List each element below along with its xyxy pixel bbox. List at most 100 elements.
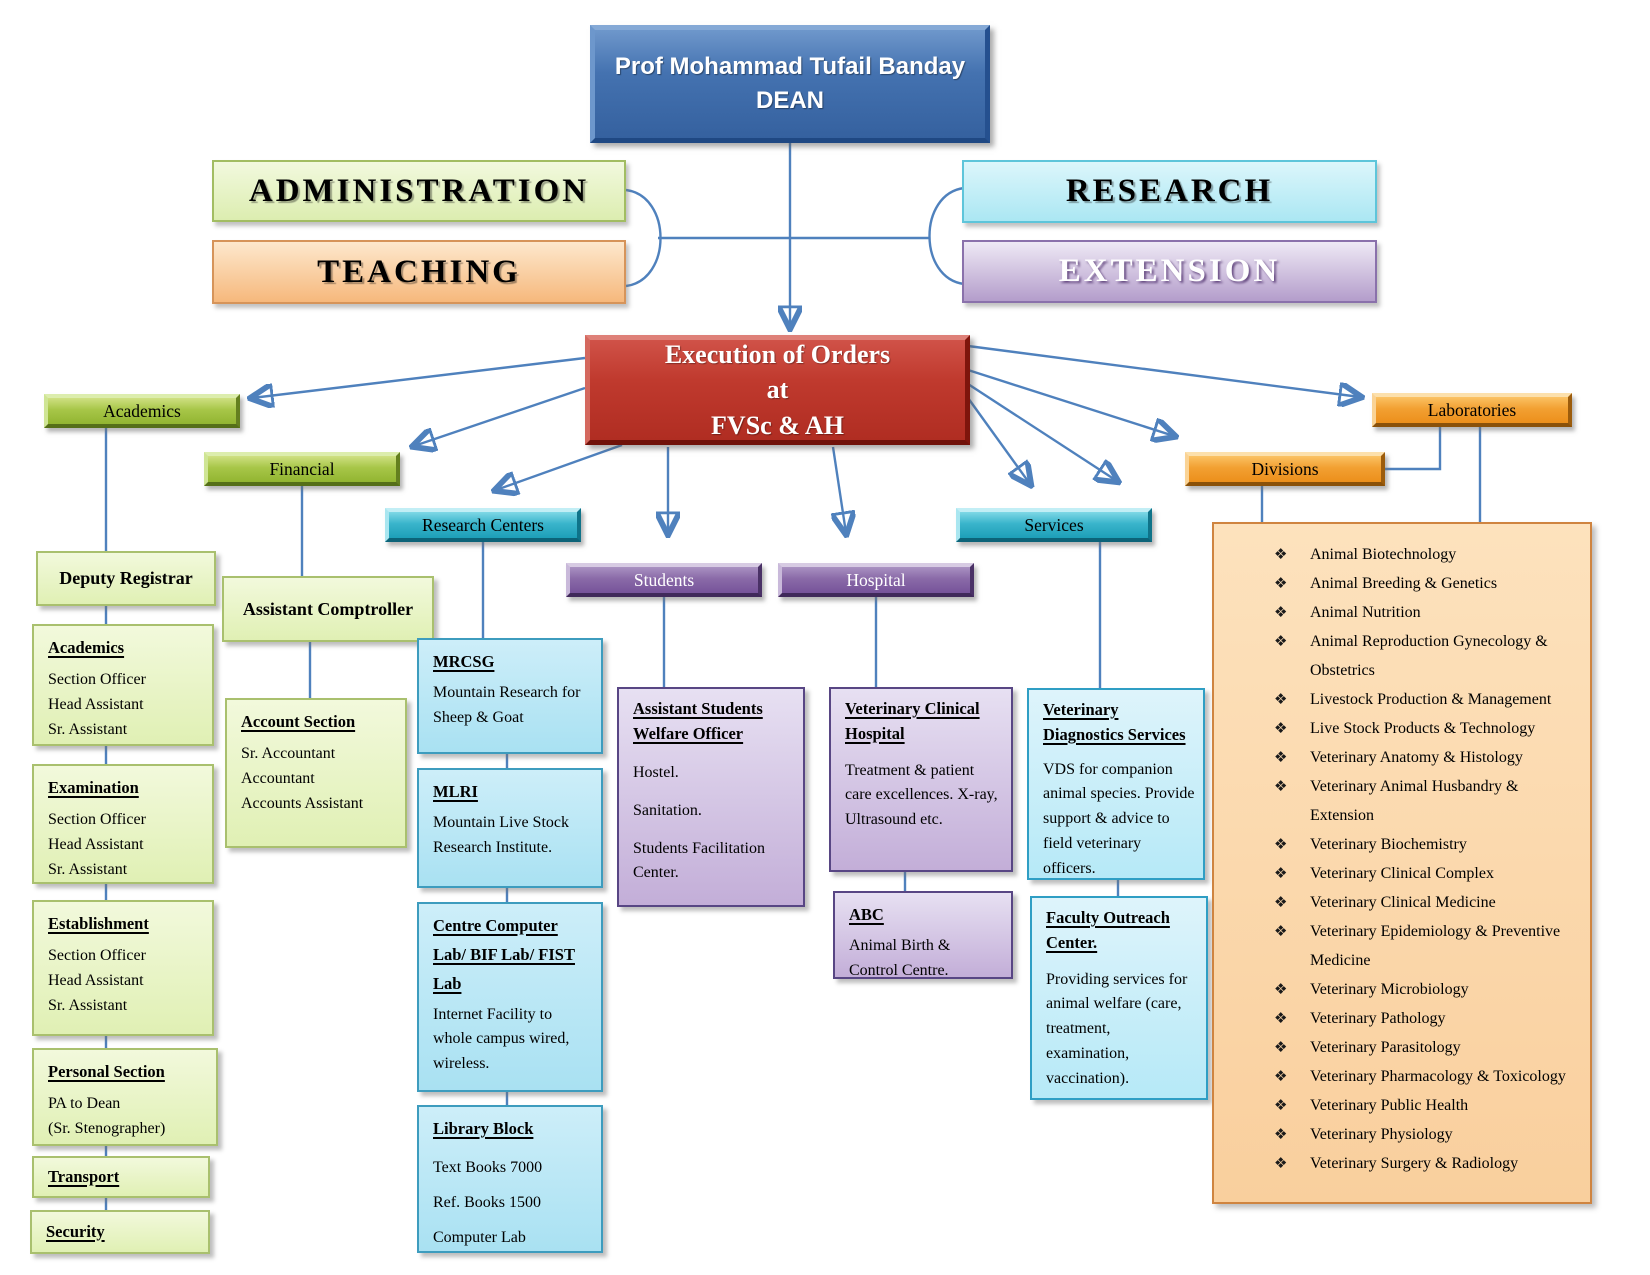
diamond-bullet-icon: ❖: [1274, 1096, 1288, 1114]
staff-line: Sr. Assistant: [48, 996, 128, 1014]
computer-lab-body: Internet Facility to whole campus wired,…: [433, 1005, 570, 1073]
division-name: Live Stock Products & Technology: [1310, 720, 1536, 737]
division-item: ❖ Veterinary Pathology: [1274, 1004, 1582, 1033]
branch-students: Students: [566, 563, 762, 597]
clinical-hospital-body: Treatment & patient care excellences. X-…: [845, 761, 998, 829]
division-item: ❖ Veterinary Physiology: [1274, 1120, 1582, 1149]
division-name: Animal Reproduction Gynecology & Obstetr…: [1310, 633, 1548, 679]
staff-line: Section Officer: [48, 810, 146, 828]
section-examination-title: Examination: [48, 778, 139, 797]
division-name: Animal Biotechnology: [1310, 546, 1457, 563]
section-transport-box: Transport: [32, 1156, 210, 1198]
section-security-box: Security: [30, 1210, 210, 1254]
branch-hospital: Hospital: [778, 563, 974, 597]
assistant-comptroller-label: Assistant Comptroller: [242, 598, 414, 619]
branch-laboratories: Laboratories: [1372, 393, 1572, 427]
clinical-hospital-title: Veterinary Clinical Hospital: [845, 699, 980, 743]
staff-line: Accountant: [241, 769, 315, 787]
section-transport-title: Transport: [48, 1166, 120, 1186]
diamond-bullet-icon: ❖: [1274, 922, 1288, 940]
mlri-box: MLRI Mountain Live Stock Research Instit…: [417, 768, 603, 888]
diamond-bullet-icon: ❖: [1274, 1154, 1288, 1172]
diamond-bullet-icon: ❖: [1274, 1009, 1288, 1027]
library-title: Library Block: [433, 1119, 534, 1138]
mlri-title: MLRI: [433, 782, 478, 801]
staff-line: Sr. Assistant: [48, 720, 128, 738]
division-item: ❖ Veterinary Public Health: [1274, 1091, 1582, 1120]
branch-academics-label: Academics: [103, 400, 181, 421]
branch-academics: Academics: [44, 394, 240, 428]
division-name: Veterinary Epidemiology & Preventive Med…: [1310, 923, 1561, 969]
staff-line: Section Officer: [48, 946, 146, 964]
division-name: Veterinary Biochemistry: [1310, 836, 1467, 853]
division-item: ❖ Veterinary Epidemiology & Preventive M…: [1274, 917, 1582, 975]
division-name: Veterinary Public Health: [1310, 1097, 1469, 1114]
welfare-officer-box: Assistant Students Welfare Officer Hoste…: [617, 687, 805, 907]
division-name: Veterinary Pathology: [1310, 1010, 1446, 1027]
diamond-bullet-icon: ❖: [1274, 1125, 1288, 1143]
diagnostics-title: Veterinary Diagnostics Services: [1043, 700, 1186, 744]
branch-financial: Financial: [204, 452, 400, 486]
staff-line: (Sr. Stenographer): [48, 1119, 166, 1137]
section-personal-lines: PA to Dean(Sr. Stenographer): [48, 1091, 204, 1141]
diamond-bullet-icon: ❖: [1274, 1038, 1288, 1056]
diamond-bullet-icon: ❖: [1274, 748, 1288, 766]
library-line: Text Books 7000: [433, 1158, 543, 1176]
staff-line: Sr. Accountant: [241, 744, 336, 762]
deputy-registrar-label: Deputy Registrar: [59, 568, 193, 588]
branch-divisions-label: Divisions: [1251, 458, 1319, 479]
division-item: ❖ Veterinary Biochemistry: [1274, 830, 1582, 859]
staff-line: Sr. Assistant: [48, 860, 128, 878]
staff-line: Head Assistant: [48, 835, 144, 853]
division-item: ❖ Veterinary Surgery & Radiology: [1274, 1149, 1582, 1178]
diamond-bullet-icon: ❖: [1274, 864, 1288, 882]
diamond-bullet-icon: ❖: [1274, 893, 1288, 911]
staff-line: Accounts Assistant: [241, 794, 364, 812]
pillar-research-label: RESEARCH: [1065, 173, 1274, 209]
division-item: ❖ Veterinary Clinical Medicine: [1274, 888, 1582, 917]
division-item: ❖ Veterinary Parasitology: [1274, 1033, 1582, 1062]
dean-title: DEAN: [755, 87, 824, 114]
divisions-list: ❖ Animal Biotechnology ❖ Animal Breeding…: [1274, 540, 1582, 1178]
division-item: ❖ Veterinary Animal Husbandry & Extensio…: [1274, 772, 1582, 830]
execution-line1: Execution of Orders: [664, 340, 891, 370]
section-personal-title: Personal Section: [48, 1062, 165, 1081]
diamond-bullet-icon: ❖: [1274, 574, 1288, 592]
account-section-title: Account Section: [241, 712, 356, 731]
section-academics-title: Academics: [48, 638, 125, 657]
abc-body: Animal Birth & Control Centre.: [849, 936, 951, 979]
division-name: Veterinary Physiology: [1310, 1126, 1453, 1143]
mrcsg-body: Mountain Research for Sheep & Goat: [433, 683, 581, 726]
pillar-administration-label: ADMINISTRATION: [248, 172, 590, 209]
pillar-research: RESEARCH: [962, 160, 1377, 223]
mrcsg-title: MRCSG: [433, 652, 495, 671]
division-item: ❖ Live Stock Products & Technology: [1274, 714, 1582, 743]
section-security-title: Security: [46, 1221, 105, 1241]
diamond-bullet-icon: ❖: [1274, 690, 1288, 708]
computer-lab-title: Centre Computer Lab/ BIF Lab/ FIST Lab: [433, 916, 575, 993]
division-item: ❖ Veterinary Pharmacology & Toxicology: [1274, 1062, 1582, 1091]
execution-line3: FVSc & AH: [711, 410, 844, 440]
welfare-line: Sanitation.: [633, 801, 702, 819]
division-name: Veterinary Surgery & Radiology: [1310, 1155, 1519, 1172]
branch-research-centers: Research Centers: [385, 508, 581, 542]
division-item: ❖ Animal Nutrition: [1274, 598, 1582, 627]
division-item: ❖ Animal Breeding & Genetics: [1274, 569, 1582, 598]
outreach-body: Providing services for animal welfare (c…: [1046, 970, 1188, 1087]
branch-laboratories-label: Laboratories: [1427, 399, 1517, 420]
division-item: ❖ Veterinary Microbiology: [1274, 975, 1582, 1004]
branch-divisions: Divisions: [1185, 452, 1385, 486]
execution-line2: at: [766, 375, 789, 405]
outreach-box: Faculty Outreach Center. Providing servi…: [1030, 896, 1208, 1100]
divisions-list-box: ❖ Animal Biotechnology ❖ Animal Breeding…: [1212, 522, 1592, 1204]
